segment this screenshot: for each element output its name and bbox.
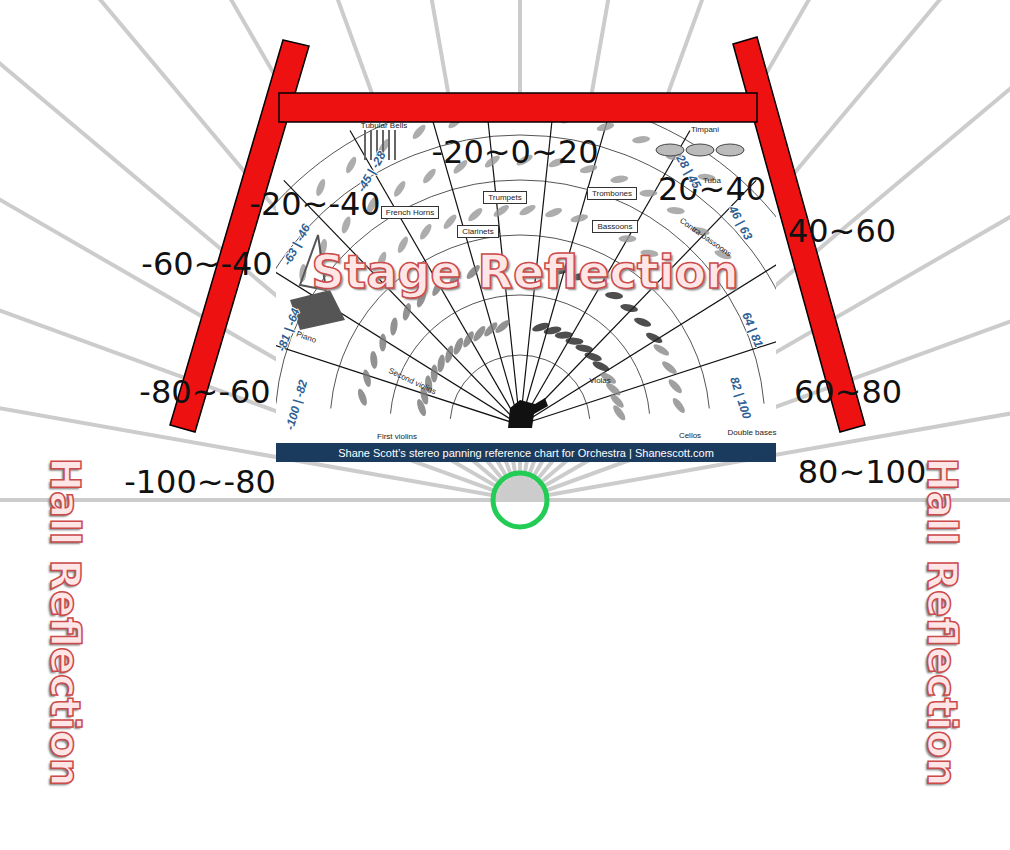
timpani-drum (716, 144, 744, 156)
node-text: Shane Scott’s stereo panning reference c… (338, 447, 714, 459)
panning-rays (0, 0, 1010, 500)
pan-number: -63 | -46 (281, 222, 314, 268)
section-box: Bassoons (592, 220, 637, 233)
instrument-figure (570, 213, 589, 224)
section-box: Clarinets (457, 225, 499, 238)
instrument-label: Tubular Bells (361, 122, 407, 131)
instrument-figure (611, 404, 627, 423)
instrument-figure (596, 121, 615, 132)
instrument-figure (632, 135, 651, 144)
chart-ground (276, 120, 776, 462)
instrument-figure (356, 388, 369, 407)
instrument-figure (392, 179, 408, 198)
instrument-figure (584, 351, 603, 363)
section-box: French Horns (381, 206, 439, 219)
pan-range: 80~100 (798, 455, 927, 490)
instrument-figure (493, 318, 511, 335)
instrument-figure (544, 206, 563, 219)
instrument-figure (431, 364, 438, 382)
reflection-label: Stage Reflection (311, 247, 739, 298)
pan-spoke (520, 180, 756, 425)
instrument-label: Second violins (387, 367, 437, 397)
instrument-figure (591, 359, 610, 373)
section-box: Trombones (587, 187, 637, 200)
instrument-figure (466, 206, 484, 223)
instrument-figure (645, 331, 664, 345)
instrument-figure (344, 155, 358, 174)
pan-range: 40~60 (788, 214, 896, 249)
listener-circle (493, 473, 547, 527)
instrument-label: Piano (295, 330, 317, 345)
instrument-figure (620, 303, 639, 314)
stage-reflector (170, 37, 865, 432)
instrument-figure (666, 377, 684, 395)
instrument-figure (401, 302, 412, 321)
pan-spoke (520, 320, 776, 425)
instrument-figure (452, 337, 465, 356)
instrument-figure (441, 213, 458, 231)
node-text: Bassoons (597, 222, 632, 231)
instrument-figure (444, 345, 455, 364)
instrument-label: Cellos (679, 432, 701, 441)
instrument-figure (518, 203, 537, 218)
instrument-figure (671, 396, 687, 415)
instrument-figure (610, 175, 629, 184)
pan-range: 60~80 (794, 375, 902, 410)
tubular-bell (364, 130, 366, 160)
caption-band: Shane Scott’s stereo panning reference c… (276, 443, 776, 462)
section-box: Trumpets (483, 191, 527, 204)
conductor-figure (508, 398, 548, 428)
node-text: French Horns (386, 208, 434, 217)
tubular-bell (370, 130, 372, 160)
pan-spoke (276, 320, 520, 425)
instrument-figure (411, 123, 428, 141)
pan-range: -20~-40 (249, 187, 380, 222)
instrument-figure (389, 317, 398, 336)
instrument-figure (633, 316, 652, 329)
node-text: Trumpets (488, 193, 522, 202)
instrument-label: Double bases (728, 429, 777, 438)
pan-range: -80~-60 (139, 375, 270, 410)
instrument-label: First violins (377, 433, 417, 442)
pan-number: 82 | 100 (727, 375, 753, 420)
node-text: Trombones (592, 189, 632, 198)
instrument-figure (492, 203, 511, 219)
instrument-label: Violas (589, 377, 611, 386)
instrument-figure (369, 351, 378, 370)
instrument-label: Tuba (703, 177, 721, 186)
pan-range: -20~0~20 (432, 135, 599, 170)
section-arc (276, 120, 776, 396)
instrument-figure (362, 369, 373, 388)
pan-number: 64 | 81 (739, 311, 765, 350)
instrument-figure (436, 354, 445, 373)
node-text: Clarinets (462, 227, 494, 236)
instrument-label: Timpani (691, 126, 719, 135)
tubular-bell (394, 130, 396, 160)
reflection-label: Hall Reflection (920, 457, 964, 786)
instrument-figure (565, 337, 583, 345)
instrument-figure (619, 235, 637, 242)
instrument-figure (652, 342, 671, 357)
section-arc (276, 135, 776, 400)
pan-number: -100 | -82 (284, 378, 311, 431)
orchestra-chart (276, 120, 776, 462)
timpani-drum (686, 144, 714, 156)
pan-range: -100~-80 (124, 465, 276, 500)
pan-number: 46 | 63 (726, 204, 755, 243)
instrument-figure (379, 334, 386, 352)
reflection-label: Hall Reflection (43, 457, 87, 786)
instrument-figure (418, 222, 434, 241)
instrument-figure (660, 359, 678, 376)
pan-range: -60~-40 (141, 247, 272, 282)
back-wall (279, 93, 757, 122)
instrument-figure (575, 343, 594, 353)
instrument-figure (639, 190, 657, 197)
